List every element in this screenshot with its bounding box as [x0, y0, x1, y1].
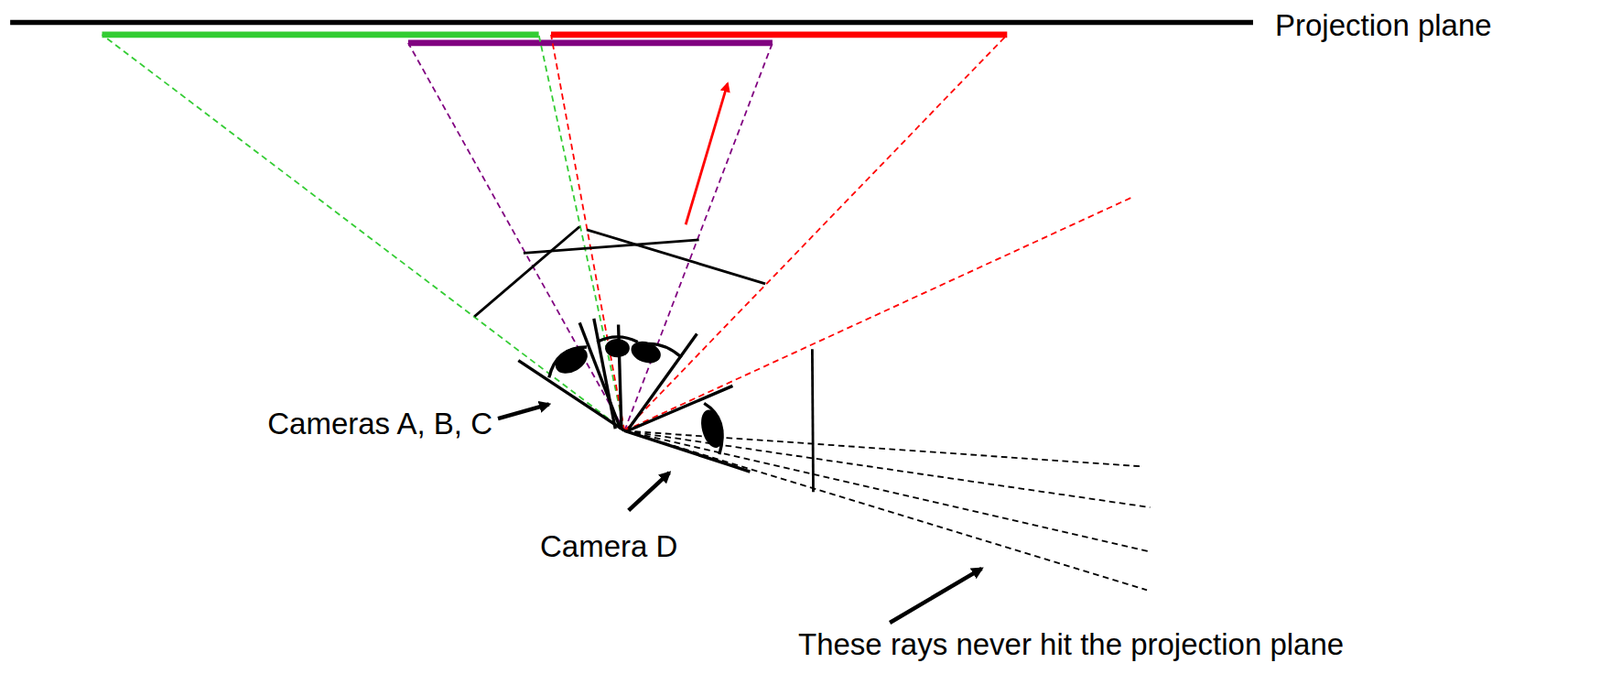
- rays-note: These rays never hit the projection plan…: [798, 627, 1344, 662]
- rays: [101, 34, 1150, 590]
- green-footprint: [101, 32, 539, 39]
- plane-label: Projection plane: [1275, 8, 1492, 44]
- projection-plane-line: [10, 20, 1254, 26]
- camera-label: Camera D: [540, 529, 678, 564]
- red-footprint: [551, 32, 1007, 39]
- camera-bodies: [518, 318, 750, 472]
- camera-lenses: [551, 336, 728, 450]
- direction-arrow: [685, 83, 728, 225]
- callout-arrows: [497, 403, 982, 623]
- image-planes: [474, 226, 813, 492]
- purple-footprint: [408, 39, 773, 46]
- cameras-label: Cameras A, B, C: [267, 406, 493, 442]
